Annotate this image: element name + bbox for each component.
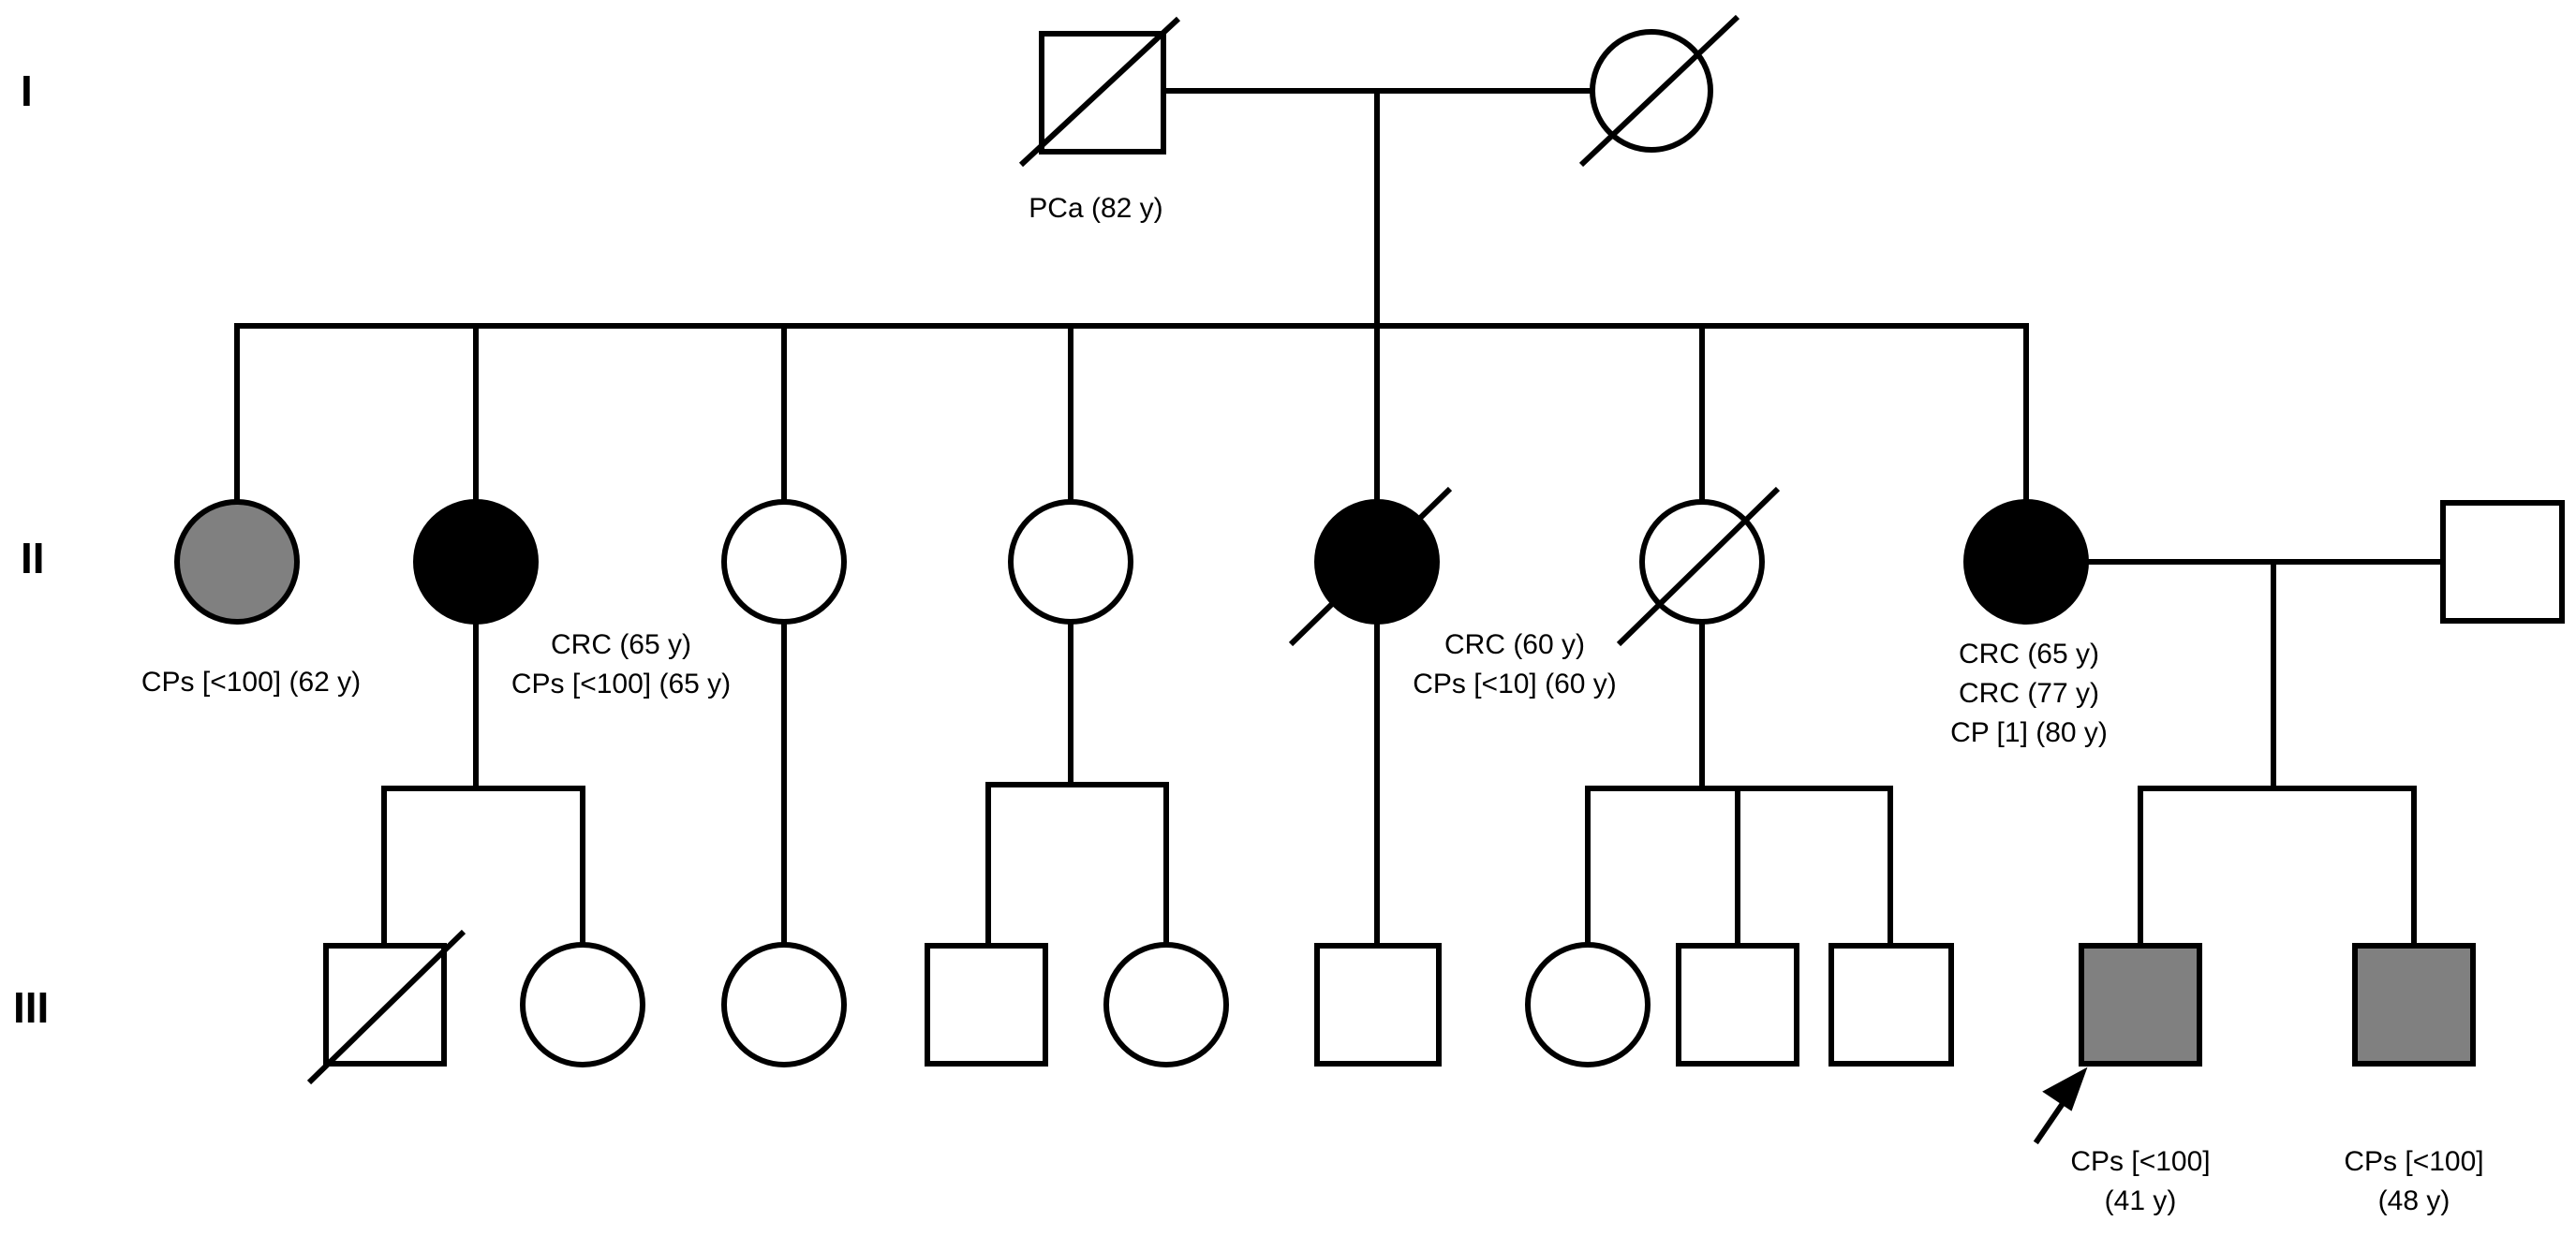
- gen3-s6-son1-symbol: [1676, 943, 1799, 1067]
- gen3-s4-daughter-symbol: [1103, 942, 1229, 1067]
- generation-label-iii: III: [13, 983, 49, 1032]
- note-gen2-sister7-line1: CRC (65 y): [1959, 639, 2099, 670]
- generation-label-ii: II: [21, 534, 45, 582]
- gen2-sister1-symbol: [174, 499, 300, 625]
- gen3-s2-daughter-symbol: [520, 942, 645, 1067]
- gen3-s2-son: [306, 929, 466, 1085]
- generation-label-i: I: [21, 66, 33, 115]
- relationship-lines: [234, 88, 2446, 949]
- note-gen2-sister2-line1: CRC (65 y): [551, 629, 691, 660]
- gen2-sister4-symbol: [1008, 499, 1133, 625]
- note-gen2-sister7-line3: CP [1] (80 y): [1950, 717, 2108, 748]
- note-gen2-sister7-line2: CRC (77 y): [1959, 678, 2099, 709]
- note-gen2-sister1: CPs [<100] (62 y): [141, 667, 361, 698]
- gen3-s6-daughter-symbol: [1525, 942, 1651, 1067]
- gen1-father: [1018, 16, 1181, 168]
- gen3-proband-symbol: [2079, 943, 2202, 1067]
- gen2-sister3-symbol: [721, 499, 847, 625]
- gen2-sister6: [1616, 486, 1781, 647]
- note-gen3-brother-line2: (48 y): [2378, 1185, 2450, 1216]
- note-gen1-father: PCa (82 y): [1029, 193, 1162, 224]
- proband-arrow-icon: [2033, 1067, 2088, 1145]
- gen3-s3-daughter-symbol: [721, 942, 847, 1067]
- deceased-slash: [306, 929, 466, 1085]
- female-symbol: [1590, 29, 1713, 153]
- gen3-proband-brother-symbol: [2352, 943, 2476, 1067]
- note-gen3-proband-line2: (41 y): [2105, 1185, 2177, 1216]
- deceased-slash: [1616, 486, 1781, 647]
- gen3-s4-son-symbol: [925, 943, 1048, 1067]
- gen2-spouse-symbol: [2440, 500, 2565, 624]
- gen2-sister7-symbol: [1963, 499, 2089, 625]
- deceased-slash: [1018, 16, 1181, 168]
- gen1-mother: [1578, 14, 1740, 168]
- gen3-s6-son2-symbol: [1828, 943, 1954, 1067]
- note-gen3-brother-line1: CPs [<100]: [2344, 1146, 2483, 1177]
- gen2-sister5: [1288, 486, 1453, 647]
- note-gen3-proband-line1: CPs [<100]: [2070, 1146, 2210, 1177]
- note-gen2-sister5-line2: CPs [<10] (60 y): [1413, 669, 1617, 699]
- note-gen2-sister5-line1: CRC (60 y): [1444, 629, 1585, 660]
- deceased-slash: [1288, 486, 1453, 647]
- note-gen2-sister2-line2: CPs [<100] (65 y): [511, 669, 731, 699]
- gen3-s5-son-symbol: [1314, 943, 1442, 1067]
- gen2-sister2-symbol: [413, 499, 539, 625]
- deceased-slash: [1578, 14, 1740, 168]
- arrow-head: [2042, 1067, 2088, 1111]
